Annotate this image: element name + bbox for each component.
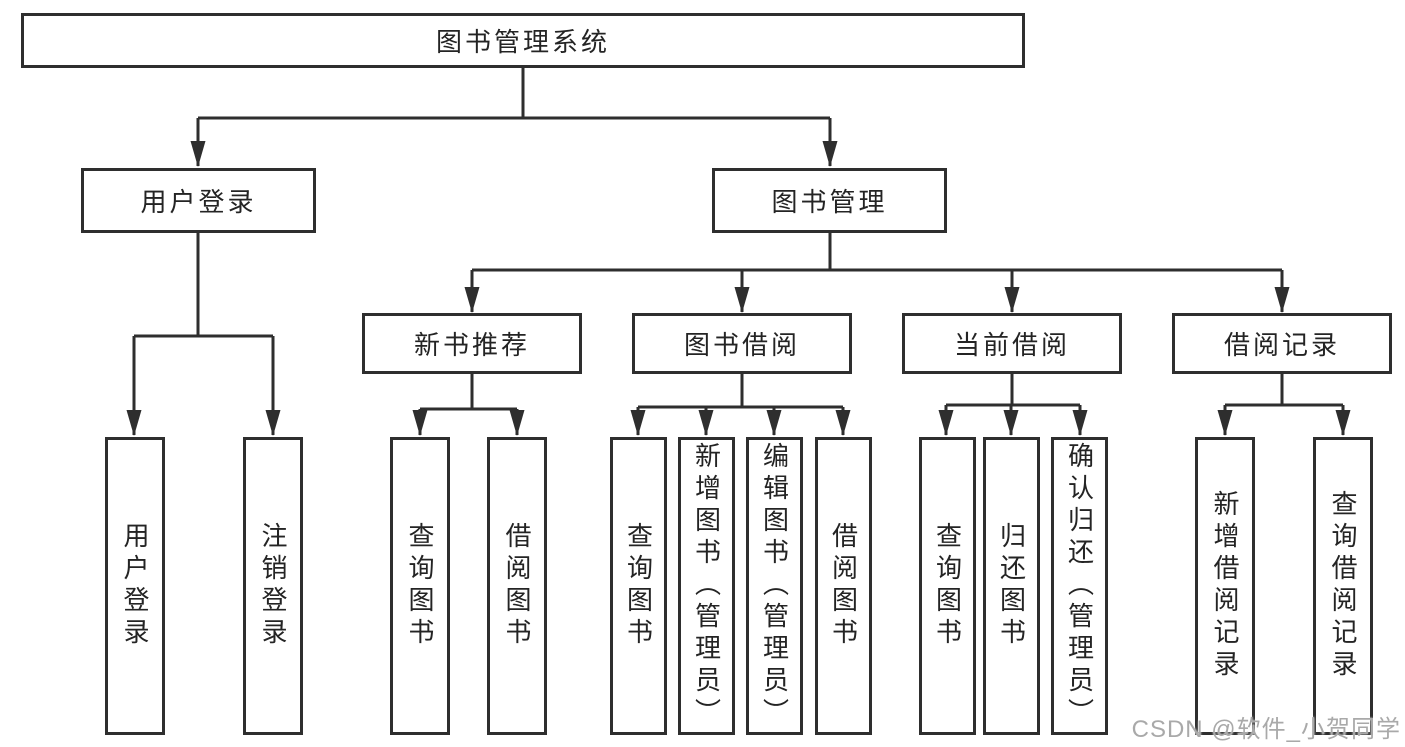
leaf-record-query-borrow-record: 查询借阅记录 [1313,437,1373,735]
node-current-borrow-label: 当前借阅 [953,330,1070,360]
leaf-borrow-edit-books-admin-label: 编辑图书（管理员） [759,442,790,730]
leaf-current-confirm-return-admin-label: 确认归还（管理员） [1064,442,1095,730]
leaf-borrow-query-books: 查询图书 [610,437,667,735]
leaf-current-query-books-label: 查询图书 [932,522,963,650]
node-root: 图书管理系统 [21,13,1025,68]
node-book-management: 图书管理 [712,168,947,233]
node-user-login-label: 用户登录 [140,187,257,217]
node-book-borrow-label: 图书借阅 [683,330,800,360]
leaf-user-login-label: 用户登录 [120,522,150,650]
leaf-newbook-borrow-books-label: 借阅图书 [502,522,532,650]
node-book-management-label: 图书管理 [771,187,888,217]
leaf-borrow-add-books-admin: 新增图书（管理员） [678,437,735,735]
leaf-borrow-edit-books-admin: 编辑图书（管理员） [746,437,803,735]
leaf-current-return-books: 归还图书 [983,437,1040,735]
leaf-logout: 注销登录 [243,437,303,735]
leaf-current-confirm-return-admin: 确认归还（管理员） [1051,437,1108,735]
node-new-book-recommend-label: 新书推荐 [413,330,530,360]
leaf-record-query-borrow-record-label: 查询借阅记录 [1328,490,1358,682]
leaf-borrow-query-books-label: 查询图书 [623,522,654,650]
node-current-borrow: 当前借阅 [902,313,1122,374]
leaf-newbook-borrow-books: 借阅图书 [487,437,547,735]
node-borrow-record: 借阅记录 [1172,313,1392,374]
csdn-watermark: CSDN @软件_小贺同学 [1131,716,1401,743]
node-root-label: 图书管理系统 [435,27,610,57]
leaf-current-query-books: 查询图书 [919,437,976,735]
node-new-book-recommend: 新书推荐 [362,313,582,374]
leaf-borrow-borrow-books-label: 借阅图书 [828,522,859,650]
leaf-newbook-query-books-label: 查询图书 [405,522,435,650]
node-book-borrow: 图书借阅 [632,313,852,374]
leaf-record-add-borrow-record: 新增借阅记录 [1195,437,1255,735]
leaf-user-login: 用户登录 [105,437,165,735]
leaf-record-add-borrow-record-label: 新增借阅记录 [1210,490,1240,682]
leaf-current-return-books-label: 归还图书 [996,522,1027,650]
leaf-logout-label: 注销登录 [258,522,288,650]
leaf-newbook-query-books: 查询图书 [390,437,450,735]
leaf-borrow-add-books-admin-label: 新增图书（管理员） [691,442,722,730]
connector-backbone [134,68,1343,411]
node-borrow-record-label: 借阅记录 [1223,330,1340,360]
node-user-login: 用户登录 [81,168,316,233]
leaf-borrow-borrow-books: 借阅图书 [815,437,872,735]
